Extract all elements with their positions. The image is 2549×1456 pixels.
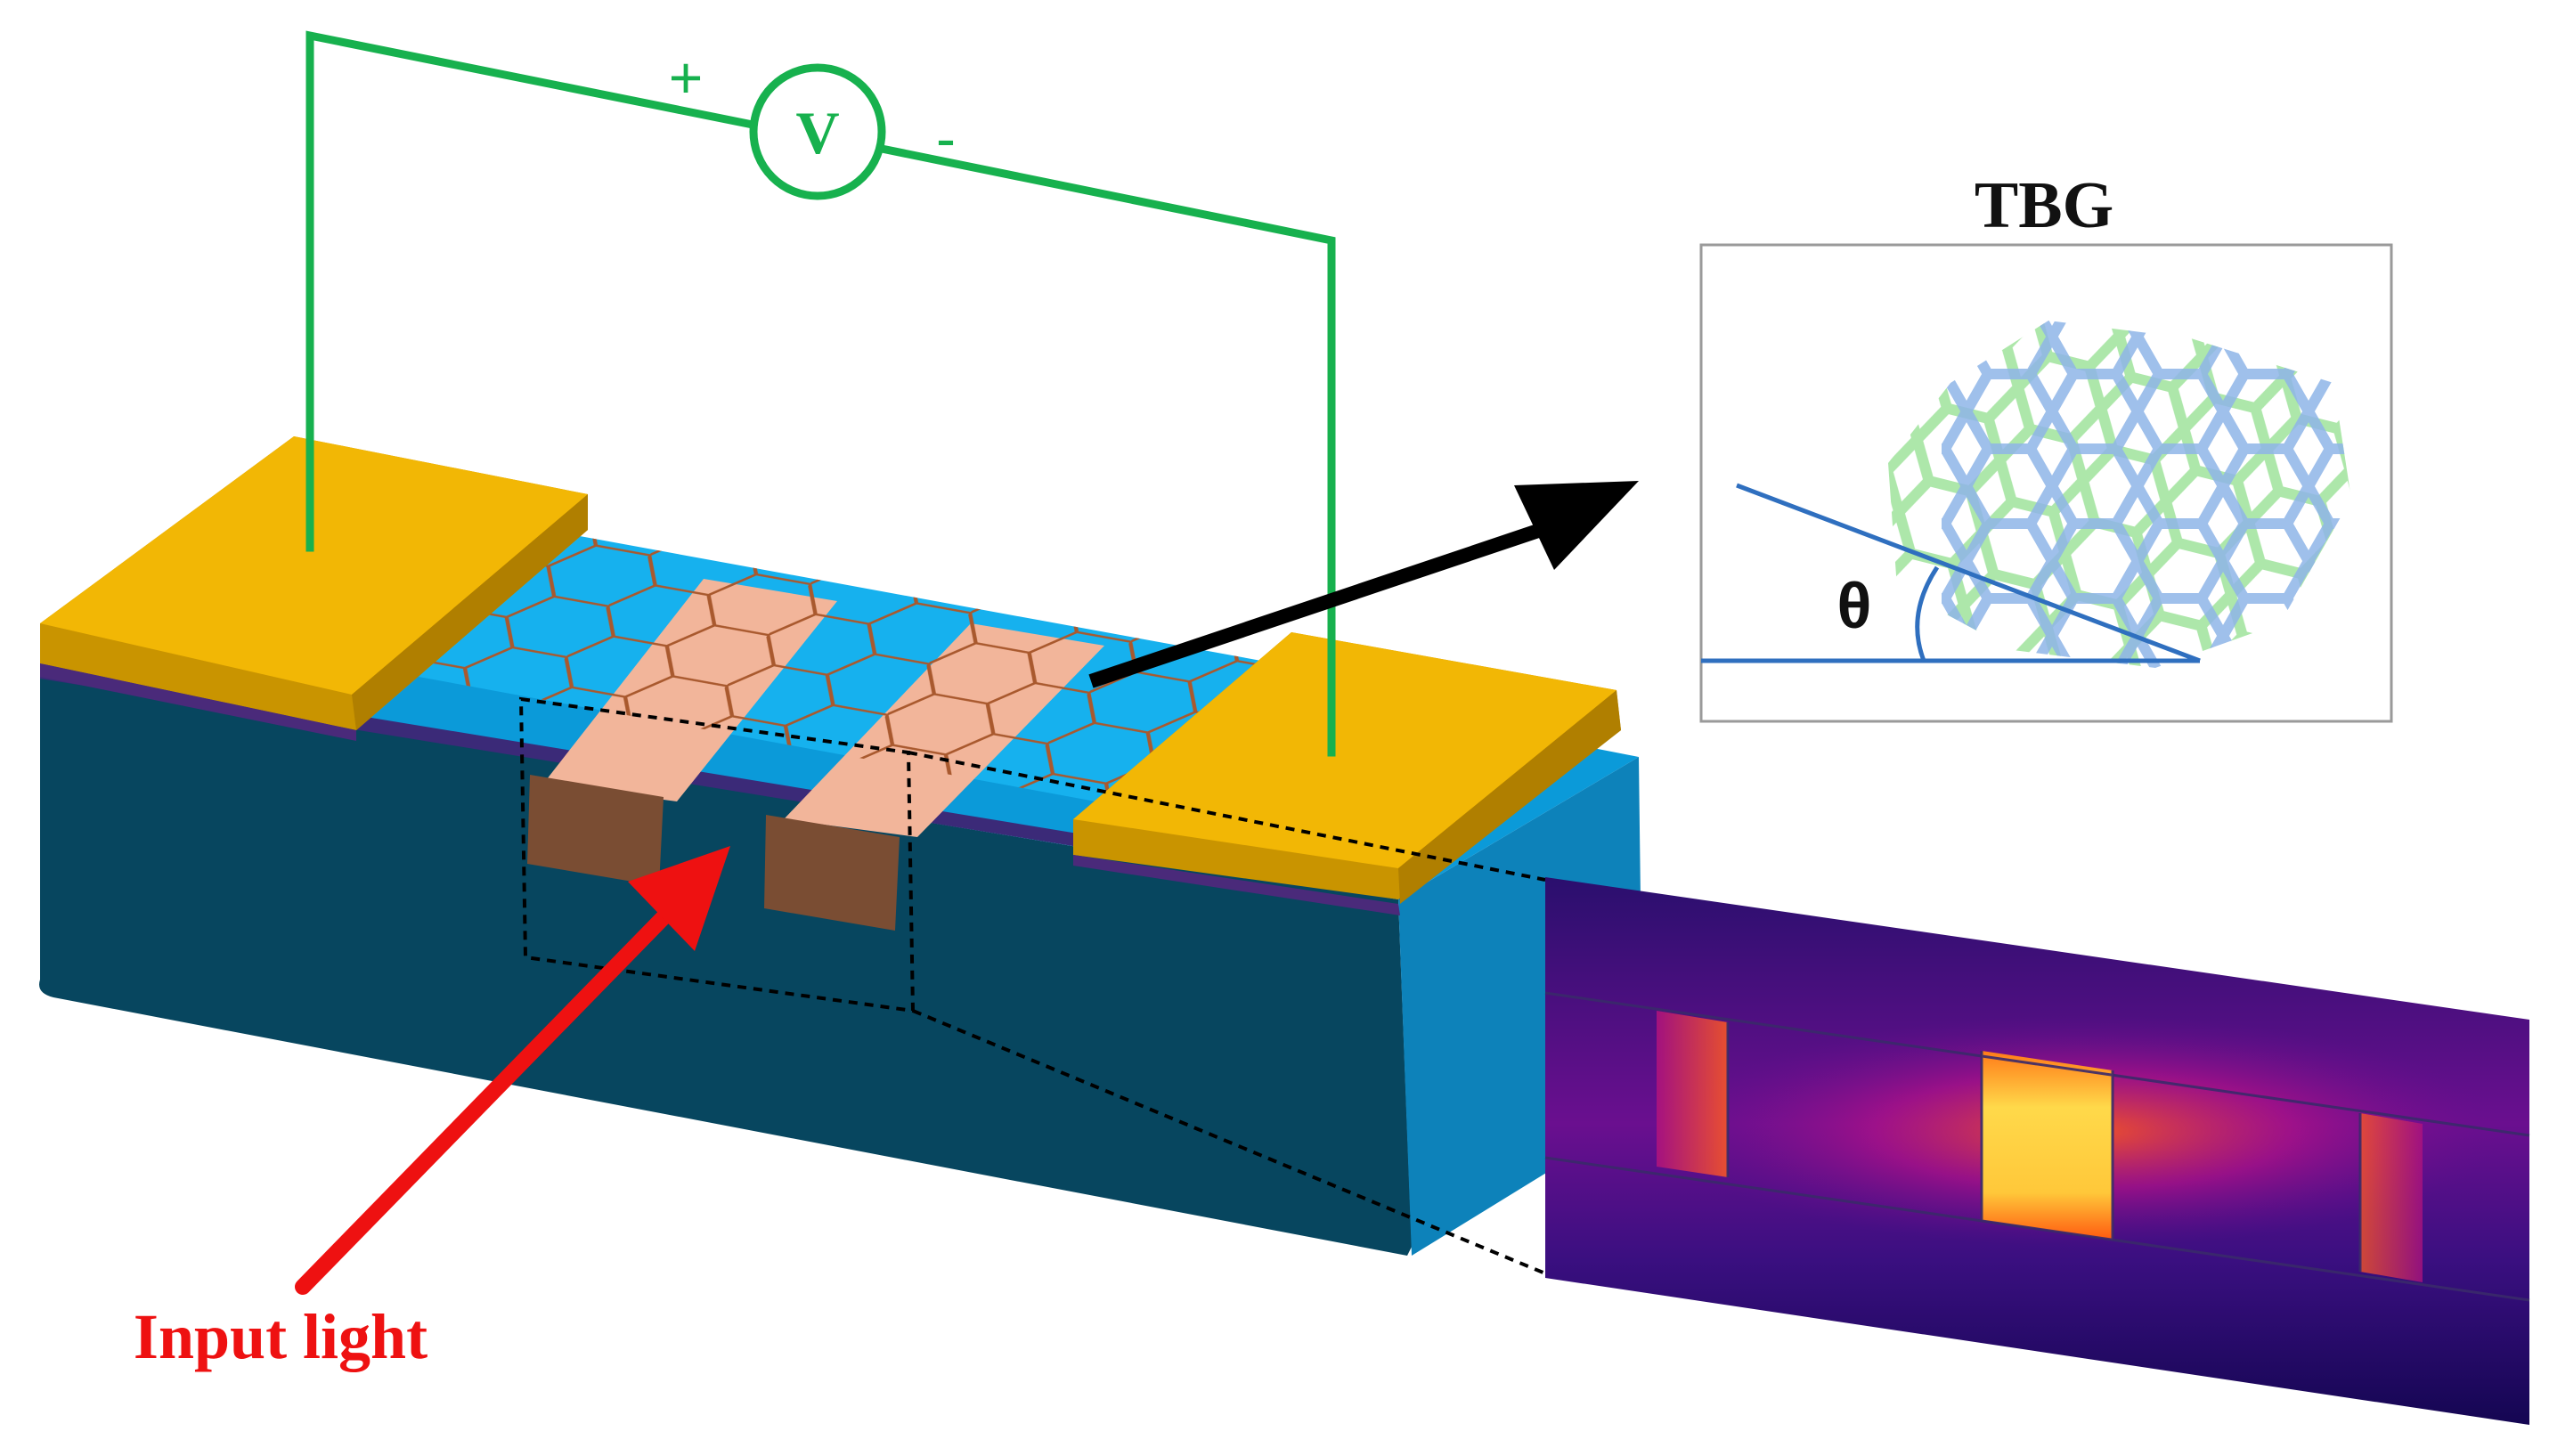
electrode-right xyxy=(1073,632,1621,915)
voltmeter-circle xyxy=(749,63,886,200)
zoom-selection-box xyxy=(518,696,1546,1275)
field-hotspot-right xyxy=(2360,1113,2423,1282)
waveguide-front-face xyxy=(39,677,1412,1256)
pointer-arrow xyxy=(1088,481,1639,688)
circuit xyxy=(305,30,1336,757)
electrode-left xyxy=(40,436,588,741)
plus-sign: + xyxy=(669,45,704,110)
inset-title: TBG xyxy=(1975,169,2113,242)
mode-field-panel xyxy=(1544,877,2530,1425)
graphene-sheet xyxy=(419,534,1300,837)
voltmeter: V + - xyxy=(669,45,956,200)
angle-symbol: θ xyxy=(1837,571,1872,642)
field-hotspot-left xyxy=(1657,1011,1728,1177)
ridge-left xyxy=(527,775,664,886)
waveguide-ridges xyxy=(527,775,900,931)
angle-line-tilted xyxy=(1736,483,2201,663)
field-hotspot-center xyxy=(1982,1051,2113,1240)
minus-sign: - xyxy=(936,105,956,171)
ridge-right xyxy=(764,815,900,931)
wire-left xyxy=(305,30,758,552)
wire-right xyxy=(881,144,1336,757)
voltmeter-symbol: V xyxy=(795,99,839,167)
input-light-label: Input light xyxy=(134,1301,428,1372)
input-light-arrow xyxy=(295,846,730,1295)
angle-arc xyxy=(1915,565,1940,662)
tbg-inset: TBG θ xyxy=(1699,169,2393,723)
